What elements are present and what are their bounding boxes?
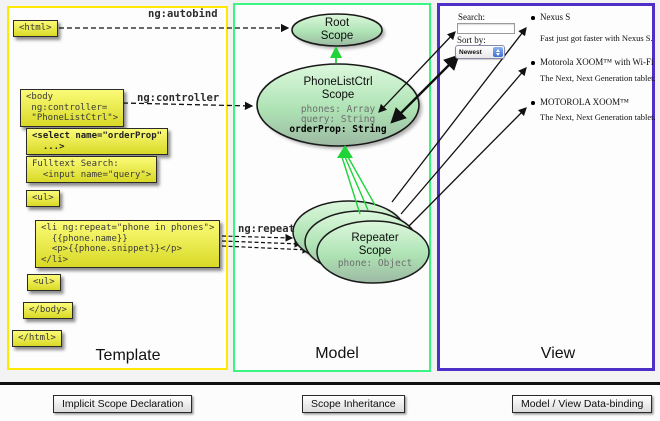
phone-item-title: Nexus S — [540, 12, 571, 22]
search-label: Search: — [458, 12, 485, 22]
legend-separator — [0, 382, 660, 385]
phonelistctrl-scope-title: PhoneListCtrl Scope — [303, 76, 373, 101]
phone-item-desc: The Next, Next Generation tablet. — [540, 112, 656, 122]
repeater-scope-ellipse-front — [316, 220, 430, 284]
prop-orderprop: orderProp: String — [289, 124, 387, 135]
code-select: <select name="orderProp" ...> — [26, 128, 169, 155]
search-input[interactable] — [457, 23, 515, 34]
sort-select-value: Newest — [459, 48, 482, 56]
repeat-arrows — [221, 233, 311, 254]
scope-inheritance-arrows — [330, 46, 376, 215]
code-ul-open: <ul> — [26, 190, 60, 207]
repeater-scope-title: Repeater Scope — [351, 232, 399, 257]
phone-item-desc: The Next, Next Generation tablet. — [540, 73, 656, 83]
select-stepper-icon — [493, 47, 503, 57]
view-column — [437, 3, 655, 371]
model-label: Model — [315, 345, 359, 362]
code-body-open: <body ng:controller= "PhoneListCtrl"> — [20, 89, 125, 127]
legend-data-binding: Model / View Data-binding — [512, 395, 653, 413]
controller-label: ng:controller — [137, 92, 220, 104]
autobind-label: ng:autobind — [148, 8, 218, 20]
phone-item-desc: Fast just got faster with Nexus S. — [540, 33, 653, 43]
code-html-open: <html> — [13, 20, 58, 37]
prop-phone: phone: Object — [337, 258, 413, 269]
prop-query: query: String — [300, 114, 376, 125]
code-li-repeat: <li ng:repeat="phone in phones"> {{phone… — [35, 220, 221, 268]
bullet-icon — [531, 61, 535, 65]
root-scope-title: Root Scope — [320, 17, 354, 42]
legend-implicit-scope: Implicit Scope Declaration — [53, 395, 193, 413]
template-label: Template — [95, 347, 161, 364]
code-ul-close: <ul> — [27, 274, 61, 291]
phone-item-title: MOTOROLA XOOM™ — [540, 97, 629, 107]
sort-select[interactable]: Newest — [455, 45, 505, 59]
bullet-icon — [531, 101, 535, 105]
sort-by-label: Sort by: — [457, 35, 486, 45]
bullet-icon — [531, 16, 535, 20]
legend-scope-inheritance: Scope Inheritance — [302, 395, 405, 413]
controller-arrow — [122, 101, 254, 111]
prop-phones: phones: Array — [300, 104, 376, 115]
code-fulltext-search: Fulltext Search: <input name="query"> — [26, 156, 158, 183]
code-html-close: </html> — [12, 330, 62, 347]
phone-item-title: Motorola XOOM™ with Wi-Fi — [540, 57, 654, 67]
root-scope-ellipse — [291, 13, 383, 47]
code-body-close: </body> — [23, 302, 73, 319]
repeat-label: ng:repeat — [238, 223, 295, 235]
view-label: View — [540, 345, 576, 362]
